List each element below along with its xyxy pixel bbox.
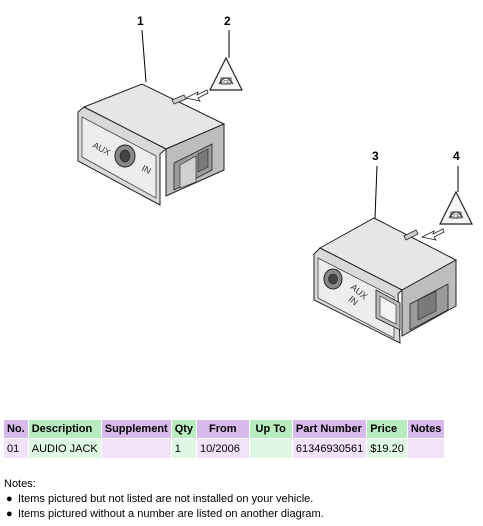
cell-supplement [101, 439, 171, 458]
aux-jack-part-3: AUX IN [313, 217, 458, 344]
cell-notes [407, 439, 445, 458]
header-price: Price [367, 420, 407, 438]
callout-4: 4 [453, 149, 460, 163]
cell-up-to [249, 439, 292, 458]
part1-in-label: IN [140, 163, 153, 176]
header-no: No. [4, 420, 28, 438]
cell-qty: 1 [171, 439, 197, 458]
leader-line-1 [141, 29, 147, 83]
arrow-icon [184, 89, 209, 102]
notes-title: Notes: [4, 478, 36, 490]
bullet-icon: ● [6, 508, 13, 520]
note-text: Items pictured but not listed are not in… [18, 493, 314, 505]
cell-description: AUDIO JACK [28, 439, 101, 458]
header-description: Description [28, 420, 101, 438]
header-part-number: Part Number [292, 420, 367, 438]
parts-diagram: 1 2 3 4 ECE ECE [77, 14, 473, 344]
arrow-icon [420, 228, 445, 241]
triangle-lock-icon: ECE [209, 56, 243, 91]
header-notes: Notes [407, 420, 445, 438]
aux-jack-part-1: AUX IN [77, 83, 226, 206]
header-supplement: Supplement [101, 420, 171, 438]
cell-part-number: 61346930561 [292, 439, 367, 458]
cell-price: $19.20 [367, 439, 407, 458]
header-from: From [197, 420, 249, 438]
header-up-to: Up To [249, 420, 292, 438]
callout-3: 3 [372, 149, 379, 163]
notes-section: Notes: ● Items pictured but not listed a… [4, 477, 324, 522]
notes-list: ● Items pictured but not listed are not … [4, 492, 324, 522]
svg-text:ECE: ECE [450, 214, 461, 220]
bullet-icon: ● [6, 493, 13, 505]
svg-text:ECE: ECE [220, 80, 231, 86]
parts-table: No. Description Supplement Qty From Up T… [3, 419, 445, 459]
leader-line-3 [374, 165, 378, 219]
cell-from: 10/2006 [197, 439, 249, 458]
triangle-lock-icon: ECE [439, 190, 473, 225]
callout-1: 1 [137, 14, 144, 28]
parts-diagram-svg: 1 2 3 4 ECE ECE [77, 14, 473, 344]
callout-2: 2 [224, 14, 231, 28]
header-qty: Qty [171, 420, 197, 438]
table-header-row: No. Description Supplement Qty From Up T… [4, 420, 445, 438]
list-item: ● Items pictured but not listed are not … [4, 492, 324, 507]
table-row: 01 AUDIO JACK 1 10/2006 61346930561 $19.… [4, 439, 445, 458]
cell-no: 01 [4, 439, 28, 458]
note-text: Items pictured without a number are list… [18, 508, 324, 520]
list-item: ● Items pictured without a number are li… [4, 507, 324, 522]
